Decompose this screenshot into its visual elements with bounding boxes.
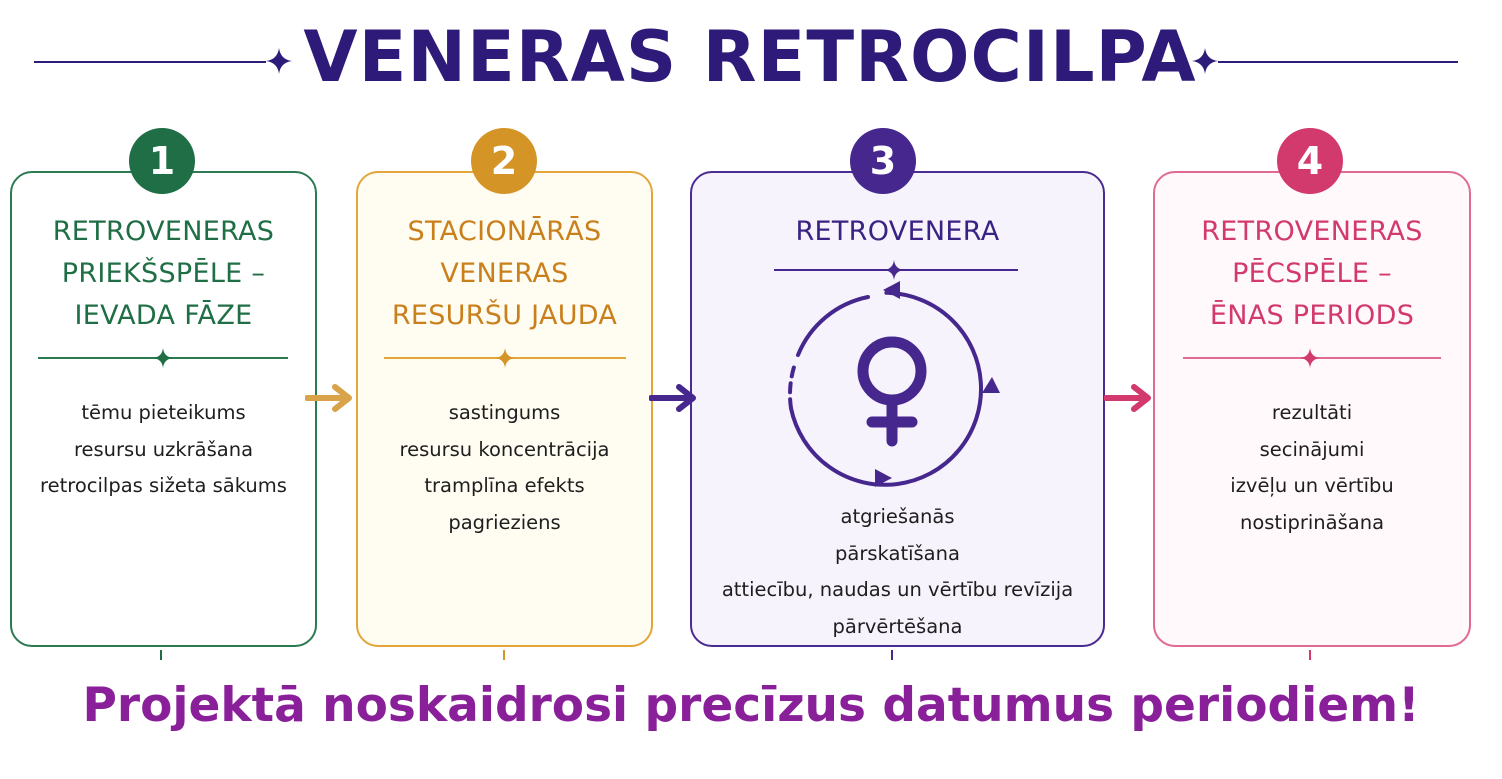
title-rule-left [34, 61, 266, 63]
sparkle-icon [266, 48, 292, 74]
venus-symbol-icon [857, 336, 927, 447]
phase-title-line: VENERAS [440, 258, 569, 289]
phase-number-badge: 3 [850, 128, 916, 194]
phase-title-line: RETROVENERAS [52, 216, 275, 247]
arrowhead-icon [982, 377, 1000, 393]
list-item: attiecību, naudas un vērtību revīzija [721, 578, 1074, 601]
connector-stub [160, 650, 162, 660]
phase-title-line: PĒCSPĒLE – [1232, 258, 1392, 289]
arrow-right-icon [305, 384, 352, 412]
retrograde-loop-dashed-arc [788, 359, 798, 411]
list-item: sastingums [448, 401, 561, 424]
list-item: pagrieziens [448, 510, 561, 534]
list-item: secinājumi [1259, 437, 1365, 461]
title-rule-right [1218, 61, 1458, 63]
sparkle-icon [1300, 348, 1320, 368]
list-item: pārvērtēšana [832, 614, 963, 638]
arrowhead-icon [883, 281, 900, 299]
phase-card-3: RETROVENERA atgriešanās pārskatīšana att… [690, 171, 1105, 647]
list-item: resursu uzkrāšana [73, 437, 254, 461]
list-item: tramplīna efekts [424, 474, 585, 497]
retrograde-loop-arc [796, 295, 870, 357]
phase-items: atgriešanās pārskatīšana attiecību, naud… [692, 499, 1103, 645]
sparkle-icon [884, 260, 904, 280]
list-item: rezultāti [1271, 401, 1353, 424]
page-title: VENERAS RETROCILPA [303, 16, 1197, 98]
arrow-right-icon [1104, 384, 1151, 412]
phase-card-1: RETROVENERAS PRIEKŠSPĒLE – IEVADA FĀZE t… [10, 171, 317, 647]
list-item: tēmu pieteikums [81, 401, 246, 424]
connector-stub [1309, 650, 1311, 660]
phase-title-line: RESURŠU JAUDA [391, 300, 618, 331]
phase-title: STACIONĀRĀS VENERAS RESURŠU JAUDA [358, 211, 651, 337]
phase-number-badge: 4 [1277, 128, 1343, 194]
phase-card-2: STACIONĀRĀS VENERAS RESURŠU JAUDA sastin… [356, 171, 653, 647]
list-item: izvēļu un vērtību [1230, 474, 1394, 497]
phase-items: rezultāti secinājumi izvēļu un vērtību n… [1155, 395, 1469, 541]
list-item: nostiprināšana [1239, 510, 1385, 534]
phase-number-badge: 1 [129, 128, 195, 194]
connector-stub [891, 650, 893, 660]
phase-title-line: RETROVENERA [795, 216, 1000, 247]
phase-title-line: IEVADA FĀZE [74, 300, 253, 331]
footer-callout: Projektā noskaidrosi precīzus datumus pe… [82, 678, 1420, 733]
phase-items: tēmu pieteikums resursu uzkrāšana retroc… [12, 395, 315, 505]
sparkle-icon [153, 348, 173, 368]
list-item: resursu koncentrācija [399, 437, 610, 461]
phase-card-4: RETROVENERAS PĒCSPĒLE – ĒNAS PERIODS rez… [1153, 171, 1471, 647]
phase-title: RETROVENERA [692, 211, 1103, 253]
phase-title: RETROVENERAS PRIEKŠSPĒLE – IEVADA FĀZE [12, 211, 315, 337]
phase-title-line: PRIEKŠSPĒLE – [61, 258, 266, 289]
connector-stub [503, 650, 505, 660]
venus-retrograde-diagram [788, 281, 1000, 487]
title-row: VENERAS RETROCILPA [0, 0, 1502, 118]
list-item: retrocilpas sižeta sākums [40, 474, 287, 497]
list-item: pārskatīšana [835, 541, 960, 565]
phase-title-line: STACIONĀRĀS [407, 216, 602, 247]
sparkle-icon [495, 348, 515, 368]
phase-items: sastingums resursu koncentrācija tramplī… [358, 395, 651, 541]
arrow-right-icon [649, 384, 696, 412]
phase-title-line: ĒNAS PERIODS [1209, 300, 1415, 331]
phase-title: RETROVENERAS PĒCSPĒLE – ĒNAS PERIODS [1155, 211, 1469, 337]
list-item: atgriešanās [840, 505, 955, 528]
arrowhead-icon [875, 469, 892, 487]
phase-number-badge: 2 [471, 128, 537, 194]
sparkle-icon [1192, 48, 1218, 74]
phase-title-line: RETROVENERAS [1201, 216, 1423, 247]
retrograde-loop-arc [789, 290, 983, 487]
